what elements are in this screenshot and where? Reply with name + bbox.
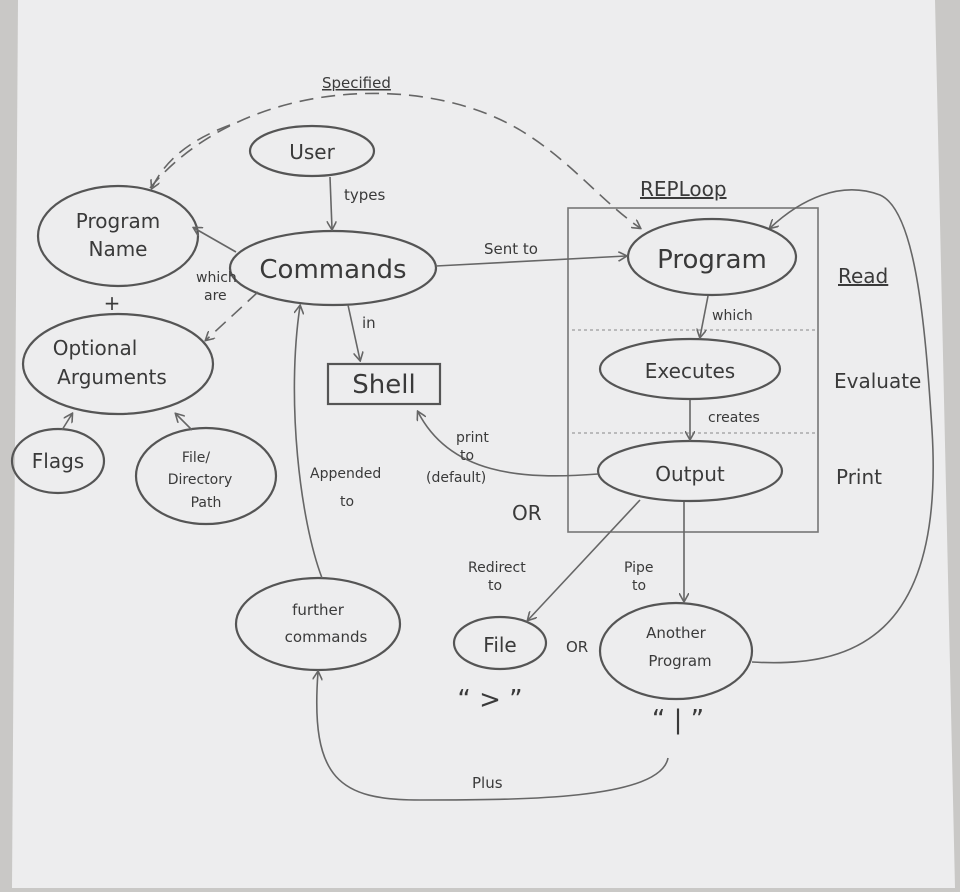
in-label: in (362, 314, 376, 332)
program-name-label-1: Program (76, 209, 160, 233)
commands-label: Commands (259, 255, 406, 285)
another-program-label-1: Another (646, 624, 707, 642)
executes-label: Executes (645, 359, 735, 383)
flags-label: Flags (32, 449, 84, 473)
another-program-node (598, 601, 754, 701)
path-to-arguments-arrow (176, 414, 193, 431)
specified-label: Specified (322, 74, 391, 92)
file-node (452, 615, 548, 671)
program-to-executes-arrow (700, 295, 709, 337)
redirect-arrow (528, 499, 641, 620)
redirect-label-1: Redirect (468, 560, 526, 576)
program-label: Program (657, 245, 767, 275)
which-label: which (712, 308, 753, 324)
flags-to-arguments-arrow (61, 414, 72, 431)
plus-label: Plus (472, 774, 503, 792)
file-directory-path-label-2: Directory (168, 472, 233, 488)
further-commands-label-1: further (292, 601, 345, 619)
optional-arguments-label-2: Arguments (57, 365, 167, 389)
print-to-shell-arrow (418, 412, 599, 477)
file-label: File (483, 633, 516, 657)
to-optional-arguments-arrow (206, 291, 259, 340)
creates-label: creates (708, 410, 760, 426)
further-commands-label-2: commands (285, 628, 368, 646)
or-label-1: OR (512, 501, 542, 525)
pipe-label-2: to (632, 578, 646, 594)
further-to-commands-arrow (293, 306, 323, 579)
plus-arrow (317, 672, 669, 801)
appended-to-label-1: Appended (310, 466, 381, 482)
evaluate-label: Evaluate (834, 369, 921, 393)
file-directory-path-label-1: File/ (182, 450, 210, 466)
print-to-label-3: (default) (426, 470, 486, 486)
specified-arrow (149, 92, 640, 228)
user-node (248, 124, 376, 178)
flags-node (10, 427, 106, 495)
plus-sign: + (104, 291, 121, 315)
or-label-2: OR (566, 638, 588, 656)
pipe-symbol: “ | ” (652, 705, 704, 735)
optional-arguments-node (21, 312, 215, 416)
print-to-label-2: to (460, 448, 474, 464)
redirect-label-2: to (488, 578, 502, 594)
specified-arrow-left (152, 124, 231, 188)
types-arrow (330, 176, 332, 229)
file-directory-path-label-3: Path (191, 495, 222, 511)
types-label: types (344, 186, 386, 204)
shell-label: Shell (352, 370, 415, 400)
to-program-name-arrow (194, 228, 237, 253)
loop-back-arrow (751, 189, 934, 664)
executes-node (598, 337, 782, 401)
which-are-label-2: are (204, 288, 227, 304)
pipe-label-1: Pipe (624, 560, 654, 576)
file-directory-path-node (134, 426, 278, 526)
sent-to-arrow (435, 256, 626, 267)
print-label: Print (836, 465, 882, 489)
shell-node (326, 362, 442, 406)
read-label: Read (838, 264, 888, 288)
output-node (596, 439, 784, 503)
paper (12, 0, 955, 888)
redirect-symbol: “ > ” (457, 685, 522, 715)
sent-to-label: Sent to (484, 240, 538, 258)
output-label: Output (655, 462, 725, 486)
appended-to-label-2: to (340, 494, 354, 510)
repl-loop-box (567, 207, 819, 533)
user-label: User (289, 140, 335, 164)
program-name-label-2: Name (88, 237, 147, 261)
another-program-label-2: Program (648, 652, 711, 670)
optional-arguments-label-1: Optional (53, 336, 138, 360)
in-shell-arrow (347, 304, 360, 360)
which-are-label-1: which (196, 270, 237, 286)
repl-loop-title: REPLoop (640, 177, 727, 201)
print-to-label-1: print (456, 430, 489, 446)
